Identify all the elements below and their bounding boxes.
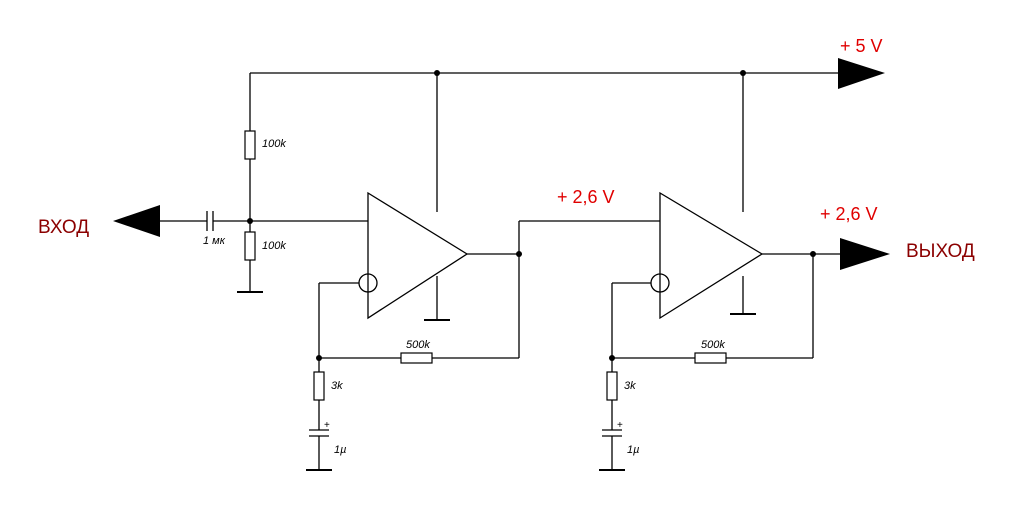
output-port-label: ВЫХОД [906, 241, 975, 262]
c-g2-label: 1µ [627, 444, 639, 456]
c-g1-plus: + [324, 420, 330, 431]
r-top-label: 100k [262, 138, 286, 150]
r-g1-label: 3k [331, 380, 343, 392]
mid-voltage-label: + 2,6 V [557, 187, 615, 207]
c-g2-plus: + [617, 420, 623, 431]
input-port-label: ВХОД [38, 217, 89, 238]
supply-voltage-label: + 5 V [840, 36, 883, 56]
bias-divider [237, 73, 263, 293]
out-voltage-label: + 2,6 V [820, 204, 878, 224]
resistor-100k-bottom [244, 231, 256, 261]
r-bottom-label: 100k [262, 240, 286, 252]
resistor-3k-2 [606, 371, 618, 401]
output-arrow-icon [840, 238, 890, 270]
c-g1-label: 1µ [334, 444, 346, 456]
opamp-1 [306, 73, 660, 471]
supply-arrow-icon [838, 58, 885, 89]
input-cap-label: 1 мк [203, 235, 226, 247]
input-section [113, 205, 368, 237]
resistor-500k-2 [694, 352, 727, 364]
resistor-3k-1 [313, 371, 325, 401]
input-arrow-icon [113, 205, 160, 237]
resistor-500k-1 [400, 352, 433, 364]
resistor-100k-top [244, 130, 256, 160]
supply-rail [250, 58, 885, 89]
r-fb1-label: 500k [406, 339, 430, 351]
r-g2-label: 3k [624, 380, 636, 392]
r-fb2-label: 500k [701, 339, 725, 351]
opamp-2 [599, 73, 890, 471]
